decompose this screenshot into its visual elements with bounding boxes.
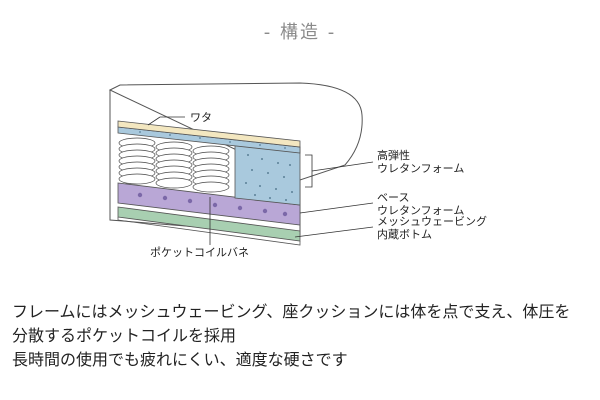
label-base-urethane: ベース ウレタンフォーム xyxy=(377,191,464,217)
leader-mesh xyxy=(294,226,374,238)
high-elastic-dots xyxy=(245,154,293,201)
wata-layer xyxy=(117,120,301,148)
label-mesh-line2: 内蔵ボトム xyxy=(377,228,432,241)
description-text: フレームにはメッシュウェービング、座クッションには体を点で支え、体圧を 分散する… xyxy=(12,300,592,372)
label-pocket-coil: ポケットコイルバネ xyxy=(150,246,249,259)
leader-lines xyxy=(147,116,374,245)
label-high-elastic: 高弾性 ウレタンフォーム xyxy=(377,149,464,175)
page-title: - 構造 - xyxy=(263,22,337,43)
label-high-elastic-line2: ウレタンフォーム xyxy=(377,162,465,175)
cross-section-illustration xyxy=(108,82,374,246)
label-base-line2: ウレタンフォーム xyxy=(377,204,465,217)
description-line-3: 長時間の使用でも疲れにくい、適度な硬さです xyxy=(12,350,348,369)
leader-wata xyxy=(147,116,161,126)
label-mesh-webbing: メッシュウェービング 内蔵ボトム xyxy=(377,215,487,241)
bottom-base-line xyxy=(117,217,301,246)
mattress-structure-diagram: ワタ 高弾性 ウレタンフォーム ベース ウレタンフォーム メッシュウェービング … xyxy=(0,55,600,265)
label-high-elastic-line1: 高弾性 xyxy=(377,149,410,162)
pocket-coil-3 xyxy=(192,145,230,193)
leader-high-elastic xyxy=(311,161,374,172)
label-mesh-line1: メッシュウェービング xyxy=(377,215,487,228)
pocket-coil-springs xyxy=(118,137,230,193)
leader-base xyxy=(299,202,374,214)
top-urethane-dots xyxy=(139,131,286,149)
description-line-1: フレームにはメッシュウェービング、座クッションには体を点で支え、体圧を xyxy=(12,302,571,321)
label-base-line1: ベース xyxy=(377,191,410,204)
label-wata: ワタ xyxy=(190,111,212,124)
description-line-2: 分散するポケットコイルを採用 xyxy=(12,326,237,345)
pocket-coil-2 xyxy=(155,141,193,189)
pocket-coil-1 xyxy=(118,137,156,185)
base-urethane-dots xyxy=(137,192,288,217)
